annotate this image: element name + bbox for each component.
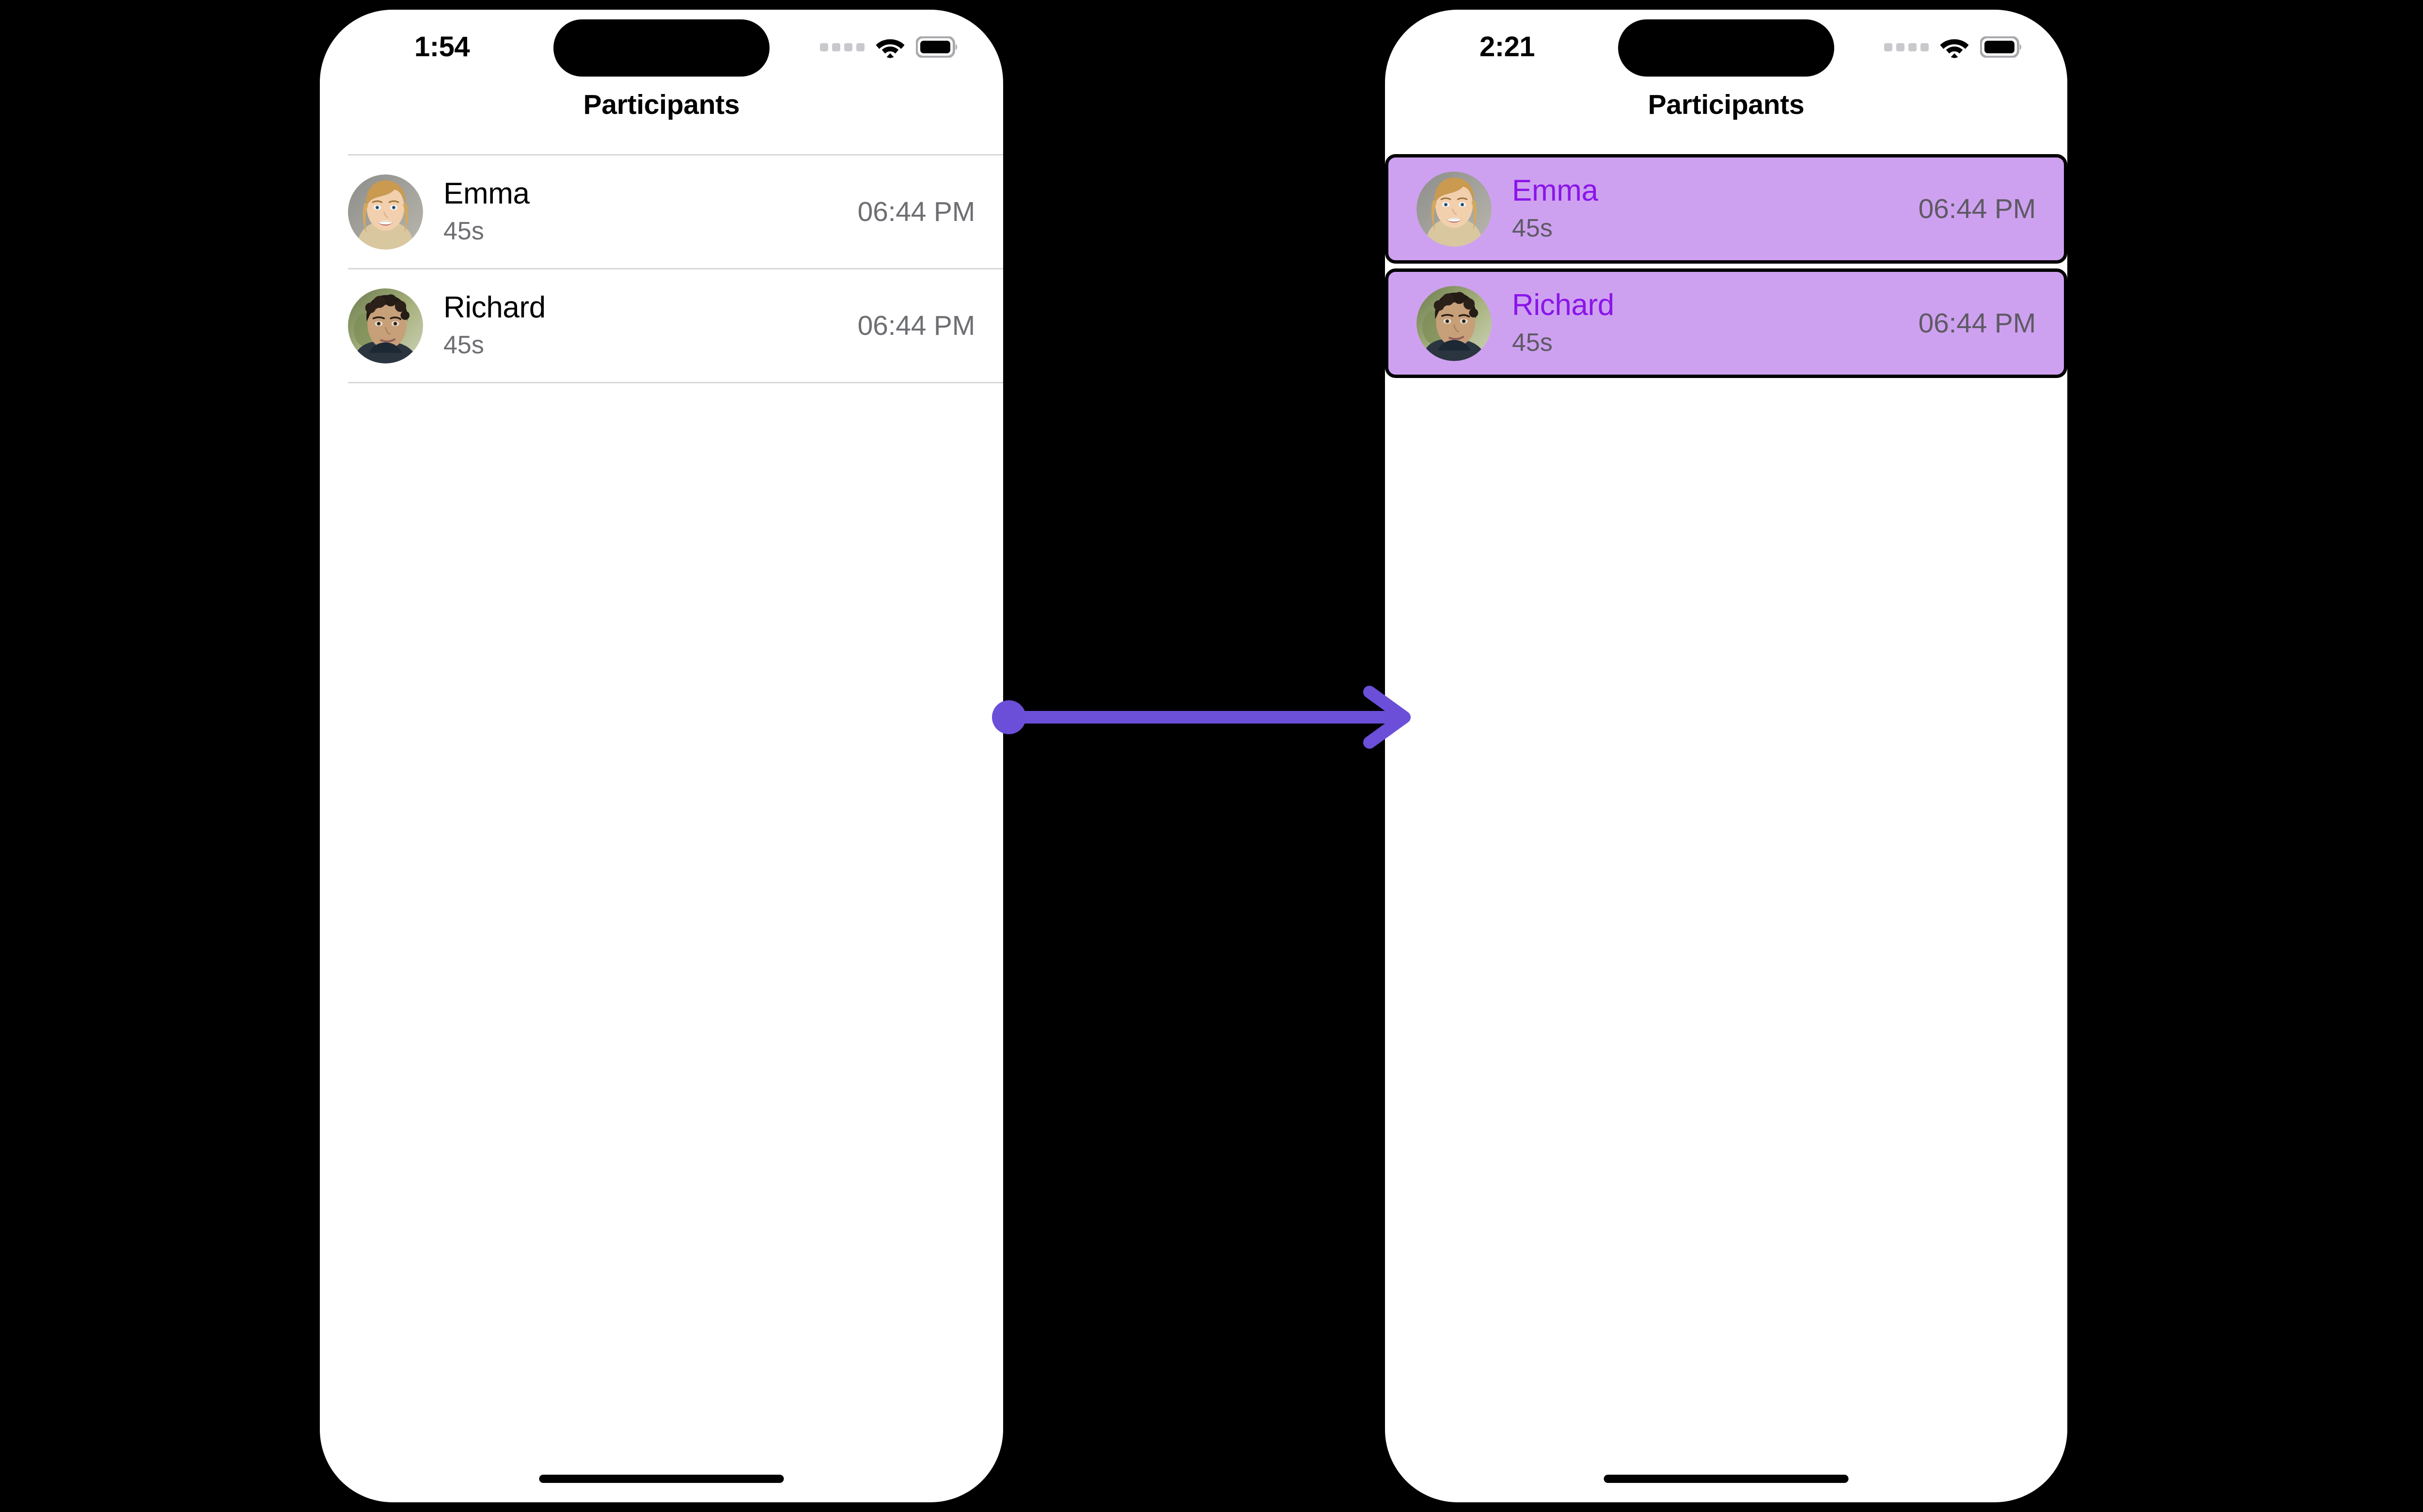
dynamic-island xyxy=(553,19,770,77)
participants-list-before: Emma 45s 06:44 PM xyxy=(320,145,1003,383)
row-text: Richard 45s xyxy=(1512,287,1919,360)
nav-bar-before: Participants xyxy=(320,87,1003,145)
cellular-dots-icon xyxy=(820,43,865,51)
cellular-dots-icon xyxy=(1884,43,1929,51)
home-indicator xyxy=(539,1475,784,1483)
status-bar-before: 1:54 xyxy=(320,10,1003,87)
avatar xyxy=(1416,285,1492,361)
list-divider xyxy=(348,268,1003,269)
table-row-selected[interactable]: Emma 45s 06:44 PM xyxy=(1385,154,2067,264)
row-text: Emma 45s xyxy=(443,176,858,248)
battery-full-icon xyxy=(1980,36,2023,58)
transition-arrow-annotation xyxy=(989,678,1415,756)
participant-name: Emma xyxy=(1512,173,1598,207)
participant-duration: 45s xyxy=(1512,328,1553,357)
participant-duration: 45s xyxy=(443,331,484,359)
list-divider-bottom xyxy=(348,382,1003,383)
avatar xyxy=(348,174,423,250)
list-item: Emma 45s 06:44 PM xyxy=(1385,154,2067,264)
dynamic-island xyxy=(1618,19,1834,77)
status-bar-after: 2:21 xyxy=(1385,10,2067,87)
avatar xyxy=(1416,171,1492,247)
list-item: Richard 45s 06:44 PM xyxy=(1385,268,2067,378)
status-bar-clock: 1:54 xyxy=(414,31,470,63)
row-text: Richard 45s xyxy=(443,290,858,362)
list-divider-top xyxy=(348,154,1003,156)
battery-full-icon xyxy=(916,36,959,58)
wifi-icon xyxy=(875,36,905,58)
participant-duration: 45s xyxy=(443,217,484,245)
participant-name: Richard xyxy=(443,290,546,324)
participant-time: 06:44 PM xyxy=(1918,193,2036,224)
wifi-icon xyxy=(1939,36,1969,58)
participant-time: 06:44 PM xyxy=(857,310,975,341)
status-bar-clock: 2:21 xyxy=(1479,31,1535,63)
home-indicator xyxy=(1604,1475,1849,1483)
avatar xyxy=(348,288,423,363)
row-text: Emma 45s xyxy=(1512,173,1919,245)
arrow-icon xyxy=(992,686,1411,749)
participant-time: 06:44 PM xyxy=(857,196,975,227)
table-row[interactable]: Emma 45s 06:44 PM xyxy=(320,156,1003,268)
participant-time: 06:44 PM xyxy=(1918,308,2036,339)
status-bar-indicators xyxy=(820,32,959,62)
table-row-selected[interactable]: Richard 45s 06:44 PM xyxy=(1385,268,2067,378)
participant-duration: 45s xyxy=(1512,214,1553,242)
participants-list-after: Emma 45s 06:44 PM xyxy=(1385,145,2067,378)
page-title: Participants xyxy=(583,89,740,120)
phone-screen-after: 2:21 xyxy=(1385,10,2067,1502)
status-bar-indicators xyxy=(1884,32,2023,62)
participant-name: Emma xyxy=(443,176,530,210)
page-title: Participants xyxy=(1648,89,1805,120)
participant-name: Richard xyxy=(1512,288,1614,322)
nav-bar-after: Participants xyxy=(1385,87,2067,145)
phone-screen-before: 1:54 xyxy=(320,10,1003,1502)
table-row[interactable]: Richard 45s 06:44 PM xyxy=(320,269,1003,382)
